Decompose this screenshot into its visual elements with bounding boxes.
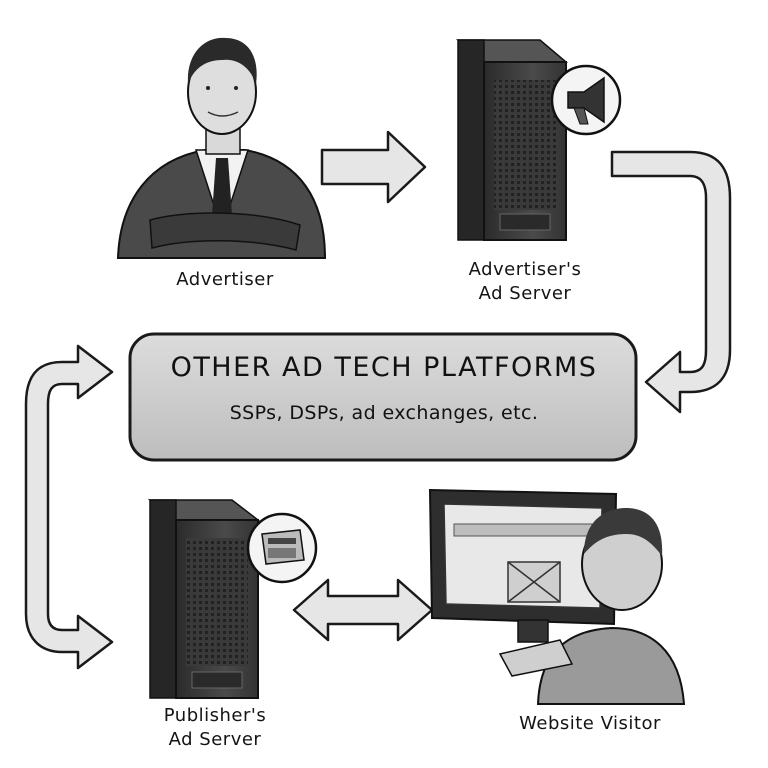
megaphone-icon [550, 64, 622, 136]
arrow-advertiser-to-server [320, 130, 427, 204]
publisher-server-label-line2: Ad Server [168, 729, 262, 750]
publisher-server-label-line1: Publisher's [163, 705, 267, 726]
server-tower-icon [455, 39, 569, 241]
advertiser-server-label-line1: Advertiser's [468, 259, 582, 280]
arrow-server-to-platforms [610, 150, 732, 414]
newspaper-icon [246, 512, 318, 584]
ad-tech-platforms-box [128, 332, 638, 462]
platforms-title: OTHER AD TECH PLATFORMS [170, 352, 598, 383]
server-tower-icon [147, 499, 261, 699]
advertiser-label: Advertiser [176, 269, 274, 290]
advertiser-server-label: Advertiser's Ad Server [440, 258, 610, 306]
arrow-platforms-publisher [24, 344, 114, 670]
website-visitor-label: Website Visitor [519, 713, 661, 734]
advertiser-server-label-line2: Ad Server [478, 283, 572, 304]
person-at-computer-illustration [498, 508, 686, 705]
publisher-server-label: Publisher's Ad Server [130, 704, 300, 752]
businessman-illustration [116, 37, 327, 259]
arrow-publisher-visitor [292, 578, 434, 642]
computer-monitor-icon [428, 488, 618, 643]
platforms-subtitle: SSPs, DSPs, ad exchanges, etc. [229, 402, 539, 424]
